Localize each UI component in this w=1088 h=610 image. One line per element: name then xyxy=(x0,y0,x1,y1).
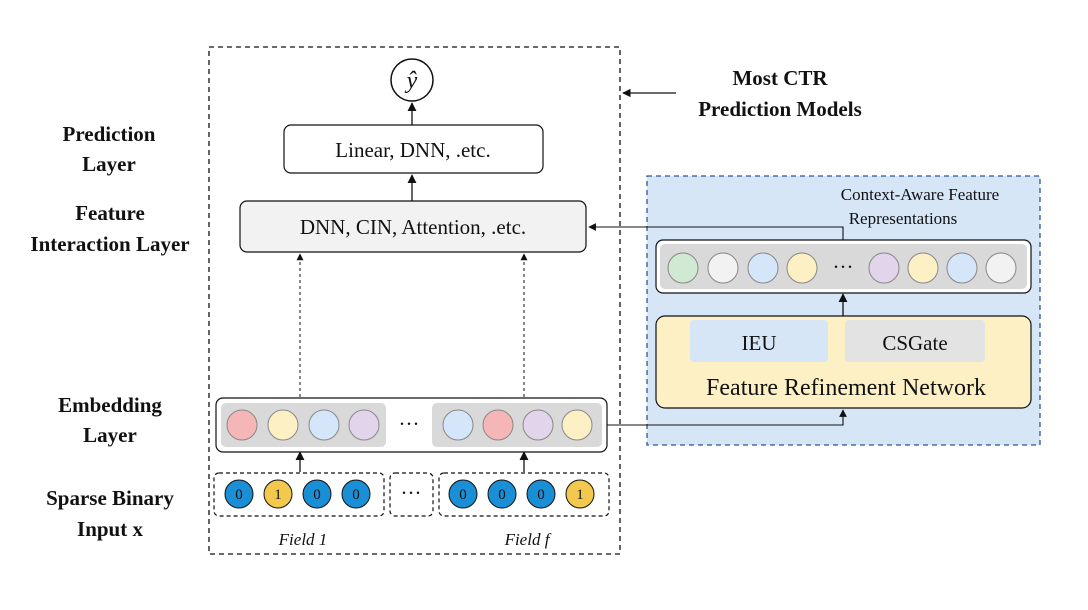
input-field-group-f xyxy=(438,472,610,517)
embedding-circle xyxy=(522,409,554,441)
prediction-layer-label-1: Prediction xyxy=(63,122,156,146)
embedding-layer-label-1: Embedding xyxy=(58,393,162,417)
input-bit xyxy=(565,479,595,509)
context-circle xyxy=(907,252,939,284)
embedding-ellipsis: ··· xyxy=(399,412,420,436)
csgate-label: CSGate xyxy=(882,331,947,355)
prediction-box-label: Linear, DNN, .etc. xyxy=(335,138,490,162)
field-f-label: Field f xyxy=(504,530,552,549)
embedding-circle xyxy=(442,409,474,441)
csgate-box xyxy=(845,320,985,362)
input-bit-label: 0 xyxy=(235,487,243,503)
embedding-circle xyxy=(482,409,514,441)
arrow-embed-to-frn xyxy=(607,409,847,426)
input-bit-label: 1 xyxy=(576,487,584,503)
input-ellipsis: ··· xyxy=(401,481,422,505)
ctr-models-frame xyxy=(208,46,621,555)
input-bit xyxy=(224,479,254,509)
output-node xyxy=(390,58,434,102)
input-bit xyxy=(263,479,293,509)
input-field-group-1 xyxy=(213,472,385,517)
context-circle xyxy=(946,252,978,284)
context-circle xyxy=(985,252,1017,284)
context-circle xyxy=(786,252,818,284)
context-circle xyxy=(667,252,699,284)
embedding-circle xyxy=(308,409,340,441)
context-aware-label-1: Context-Aware Feature xyxy=(841,185,999,204)
input-bit-label: 0 xyxy=(459,487,467,503)
interaction-box-label: DNN, CIN, Attention, .etc. xyxy=(300,215,526,239)
interaction-box xyxy=(239,200,587,253)
prediction-box xyxy=(283,124,544,174)
context-circle xyxy=(868,252,900,284)
output-symbol: ŷ xyxy=(405,68,418,94)
context-aware-label-2: Representations xyxy=(849,209,958,228)
embedding-circle xyxy=(226,409,258,441)
input-ellipsis-group xyxy=(389,472,434,517)
input-bit-label: 0 xyxy=(537,487,545,503)
context-circle xyxy=(747,252,779,284)
embedding-group-1 xyxy=(221,403,386,447)
embedding-circle xyxy=(267,409,299,441)
embedding-circle xyxy=(561,409,593,441)
ieu-label: IEU xyxy=(742,331,777,355)
embedding-circle xyxy=(348,409,380,441)
feature-interaction-label-1: Feature xyxy=(75,201,145,225)
ieu-box xyxy=(690,320,828,362)
context-ellipsis: ··· xyxy=(833,255,854,279)
input-bit xyxy=(526,479,556,509)
input-bit xyxy=(448,479,478,509)
frn-title: Feature Refinement Network xyxy=(706,375,986,401)
input-bit-label: 0 xyxy=(498,487,506,503)
prediction-layer-label-2: Layer xyxy=(82,152,136,176)
arrow-context-to-interaction xyxy=(588,223,844,240)
input-bit xyxy=(341,479,371,509)
sparse-input-label-2: Input x xyxy=(77,517,143,541)
input-bit-label: 0 xyxy=(352,487,360,503)
sparse-input-label-1: Sparse Binary xyxy=(46,486,174,510)
input-bit xyxy=(302,479,332,509)
annotation-line-2: Prediction Models xyxy=(698,97,862,121)
embedding-group-2 xyxy=(432,403,602,447)
input-bit-label: 0 xyxy=(313,487,321,503)
annotation-line-1: Most CTR xyxy=(732,66,828,90)
context-circle xyxy=(707,252,739,284)
input-bit xyxy=(487,479,517,509)
feature-interaction-label-2: Interaction Layer xyxy=(30,232,189,256)
field-1-label: Field 1 xyxy=(278,530,328,549)
embedding-layer-label-2: Layer xyxy=(83,423,137,447)
input-bit-label: 1 xyxy=(274,487,282,503)
